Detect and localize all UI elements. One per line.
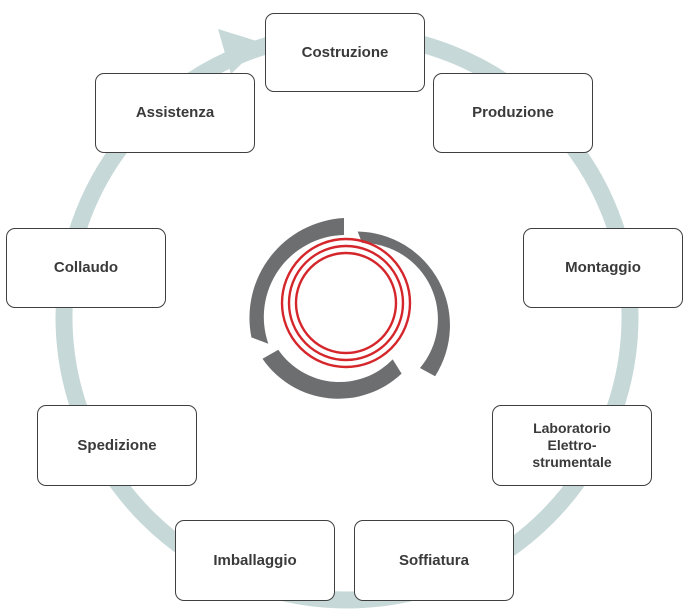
step-label: Produzione bbox=[472, 104, 554, 121]
step-spedizione: Spedizione bbox=[37, 405, 197, 486]
step-label: Collaudo bbox=[53, 259, 119, 276]
step-label: Costruzione bbox=[301, 43, 389, 61]
step-label: Montaggio bbox=[565, 259, 641, 276]
step-costruzione: Costruzione bbox=[265, 13, 425, 92]
step-label: Soffiatura bbox=[398, 551, 469, 569]
step-assistenza: Assistenza bbox=[95, 73, 255, 153]
step-laboratorio-elettrostrumentale: Laboratorio Elettro- strumentale bbox=[492, 405, 652, 486]
step-montaggio: Montaggio bbox=[523, 228, 683, 308]
logo-blade-right bbox=[357, 231, 450, 377]
step-label-line-2: Elettro- bbox=[547, 437, 597, 453]
cycle-arrow-head bbox=[218, 29, 263, 74]
logo-ring-2 bbox=[287, 244, 405, 362]
step-label-line-3: strumentale bbox=[532, 454, 612, 470]
logo-ring-3 bbox=[294, 251, 398, 355]
step-label: Spedizione bbox=[77, 436, 157, 454]
step-soffiatura: Soffiatura bbox=[354, 520, 514, 601]
step-collaudo: Collaudo bbox=[6, 228, 166, 308]
logo-blade-left bbox=[249, 218, 344, 344]
step-label: Imballaggio bbox=[213, 551, 297, 569]
step-produzione: Produzione bbox=[433, 73, 593, 153]
logo-blade-bottom bbox=[262, 349, 402, 399]
step-label-line-1: Laboratorio bbox=[533, 420, 611, 436]
step-label: Assistenza bbox=[135, 104, 215, 121]
logo-ring-1 bbox=[280, 237, 412, 369]
step-imballaggio: Imballaggio bbox=[175, 520, 335, 601]
